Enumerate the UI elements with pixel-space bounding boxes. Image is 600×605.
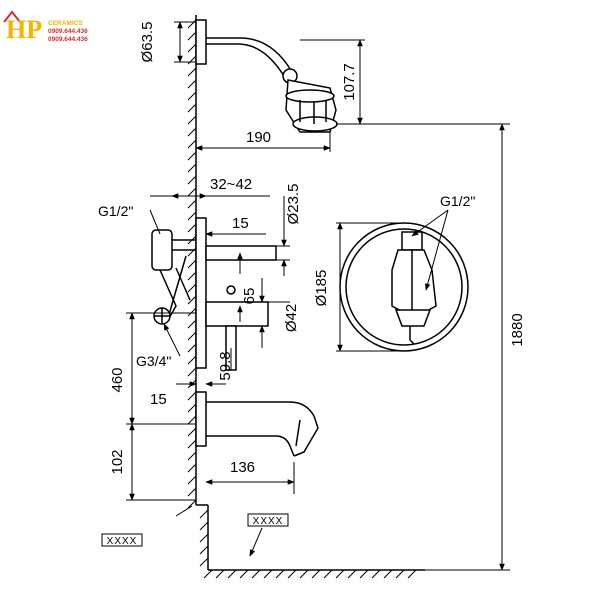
dim-head-drop: 107.7	[341, 63, 358, 101]
dim-spout-reach: 136	[230, 459, 255, 476]
dim-height-59: 59.8	[217, 351, 234, 380]
dim-spout-offset-15: 15	[150, 391, 167, 408]
dim-wall-range: 32~42	[210, 176, 252, 193]
wall-flange	[195, 19, 207, 65]
dim-spacing-460: 460	[109, 367, 126, 392]
logo-phone-2: 0909.644.436	[48, 36, 88, 43]
spout-flange	[195, 391, 207, 447]
dim-offset-15: 15	[232, 215, 249, 232]
brand-logo: HP CERAMICS 0909.644.436 0909.644.436	[3, 10, 88, 44]
dim-spout-height: 102	[109, 449, 126, 474]
label-inlet-left: G1/2"	[98, 203, 133, 219]
logo-phone-1: 0909.644.436	[48, 28, 88, 35]
hatch-tag-left: XXXX	[107, 536, 138, 547]
thread-labels: G1/2" G1/2" G3/4"	[98, 193, 475, 369]
tub-spout	[195, 391, 319, 457]
hatch-tags: XXXX XXXX	[101, 513, 289, 547]
dim-inlet-offset: 65	[241, 288, 258, 305]
dim-pipe-dia: Ø23.5	[285, 184, 302, 225]
valve-stem	[205, 245, 277, 261]
label-outlet: G3/4"	[136, 353, 171, 369]
handle-knob	[205, 301, 269, 327]
shower-arm-bottom	[206, 43, 285, 77]
shower-head-assembly	[195, 19, 338, 133]
front-view	[339, 222, 469, 352]
escutcheon-inner	[345, 228, 463, 346]
shower-arm-top	[206, 37, 293, 73]
floor	[203, 569, 425, 579]
dimension-labels: Ø63.5 107.7 190 32~42 Ø23.5 15 Ø185 65 Ø…	[109, 22, 526, 476]
dim-plate-dia: Ø185	[313, 270, 330, 307]
logo-initials: HP	[6, 15, 42, 44]
dim-head-dia: Ø63.5	[139, 22, 156, 63]
dimension-lines	[126, 21, 510, 571]
dim-knob-dia: Ø42	[283, 304, 300, 332]
roof-icon	[3, 10, 21, 23]
dim-total-height: 1880	[509, 313, 526, 346]
lever-handle	[391, 249, 437, 319]
hatch-tag-right: XXXX	[253, 516, 284, 527]
label-inlet-front: G1/2"	[440, 193, 475, 209]
logo-brand: CERAMICS	[48, 20, 83, 27]
cover-plate	[195, 217, 207, 369]
dim-arm-reach: 190	[246, 129, 271, 146]
inlet-pipe	[151, 229, 173, 271]
